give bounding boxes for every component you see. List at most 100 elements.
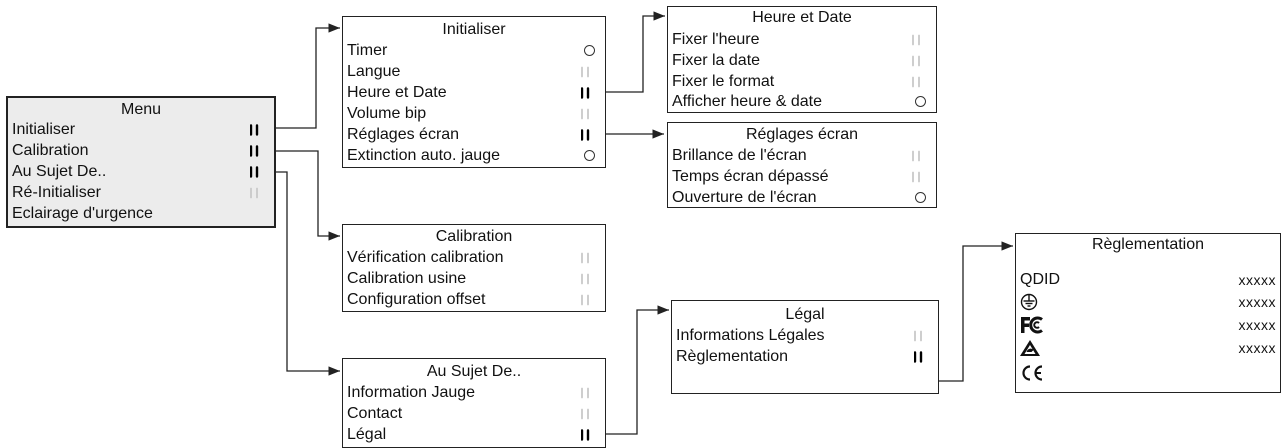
chevron-bold-icon — [581, 129, 590, 141]
item-label: Légal — [347, 426, 387, 443]
radio-circle-icon — [915, 96, 926, 107]
menu-item-label: Eclairage d'urgence — [12, 205, 153, 222]
item-label: Fixer le format — [672, 73, 775, 90]
item-label: Informations Légales — [676, 327, 825, 344]
ground-earth-icon — [1020, 293, 1038, 311]
fcc-value: xxxxx — [1238, 317, 1276, 333]
chevron-icon — [581, 125, 597, 145]
chevron-icon — [912, 51, 928, 71]
item-label: Ouverture de l'écran — [672, 189, 817, 206]
radio-circle-icon — [912, 92, 928, 112]
reg-row-fcc: xxxxx — [1020, 315, 1276, 335]
chevron-light-icon — [581, 108, 589, 120]
radio-circle-icon — [581, 146, 597, 166]
heure-date-title: Heure et Date — [752, 9, 852, 26]
chevron-icon — [581, 425, 597, 445]
arrow-au-sujet-legal — [600, 305, 669, 435]
item-label: Heure et Date — [347, 84, 447, 101]
qdid-label: QDID — [1020, 271, 1060, 288]
item-label: Vérification calibration — [347, 249, 504, 266]
initialiser-box: Initialiser Timer Langue Heure et Date V… — [342, 16, 606, 168]
chevron-icon — [250, 162, 266, 182]
chevron-icon — [250, 120, 266, 140]
reglementation-title: Règlementation — [1091, 236, 1205, 253]
chevron-icon — [581, 383, 597, 403]
item-label: Volume bip — [347, 105, 427, 122]
chevron-bold-icon — [581, 429, 590, 441]
chevron-icon — [581, 290, 597, 310]
chevron-icon — [912, 30, 928, 50]
chevron-bold-icon — [581, 87, 590, 99]
fcc-logo — [1021, 316, 1043, 334]
chevron-light-icon — [912, 34, 920, 46]
arrow-menu-initialiser — [258, 23, 340, 129]
menu-box: Menu Initialiser Calibration Au Sujet De… — [6, 96, 276, 228]
chevron-bold-icon — [250, 145, 259, 157]
item-label: Extinction auto. jauge — [347, 147, 500, 164]
calibration-box: Calibration Vérification calibration Cal… — [342, 224, 606, 312]
chevron-light-icon — [581, 66, 589, 78]
chevron-icon — [581, 83, 597, 103]
chevron-icon — [914, 326, 930, 346]
legal-title: Légal — [785, 306, 825, 323]
radio-circle-icon — [912, 188, 928, 208]
au-sujet-box: Au Sujet De.. Information Jauge Contact … — [342, 358, 606, 448]
chevron-icon — [912, 167, 928, 187]
arrow-legal-reglementation — [931, 241, 1013, 382]
reglementation-box: Règlementation QDID xxxxx xxxxx xxxxx xx… — [1015, 233, 1281, 393]
item-label: Réglages écran — [347, 126, 460, 143]
menu-item-label: Au Sujet De.. — [12, 163, 107, 180]
reg-row-qdid: QDID xxxxx — [1020, 270, 1276, 290]
heure-date-box: Heure et Date Fixer l'heure Fixer la dat… — [667, 6, 937, 113]
ce-mark — [1022, 365, 1043, 381]
chevron-icon — [581, 269, 597, 289]
chevron-light-icon — [912, 171, 920, 183]
item-label: Temps écran dépassé — [672, 168, 829, 185]
chevron-icon — [581, 62, 597, 82]
menu-item-label: Ré-Initialiser — [12, 184, 101, 201]
au-sujet-title: Au Sujet De.. — [426, 363, 522, 380]
item-label: Afficher heure & date — [672, 93, 823, 110]
reg-row-ce — [1020, 363, 1276, 383]
chevron-bold-icon — [250, 166, 259, 178]
chevron-light-icon — [914, 330, 922, 342]
initialiser-title: Initialiser — [442, 21, 506, 38]
radio-circle-icon — [584, 45, 595, 56]
menu-title: Menu — [120, 101, 162, 118]
chevron-icon — [581, 404, 597, 424]
chevron-icon — [250, 183, 266, 203]
arrow-initialiser-heure-date — [600, 11, 665, 93]
arrow-menu-calibration — [258, 150, 340, 241]
item-label: Fixer l'heure — [672, 31, 760, 48]
reglages-ecran-title: Réglages écran — [745, 126, 859, 143]
chevron-bold-icon — [914, 351, 923, 363]
chevron-icon — [912, 72, 928, 92]
chevron-light-icon — [581, 408, 589, 420]
chevron-light-icon — [581, 273, 589, 285]
radio-circle-icon — [581, 41, 597, 61]
rcm-value: xxxxx — [1238, 340, 1276, 356]
item-label: Brillance de l'écran — [672, 147, 807, 164]
chevron-icon — [912, 146, 928, 166]
chevron-light-icon — [912, 150, 920, 162]
chevron-bold-icon — [250, 124, 259, 136]
chevron-icon — [250, 141, 266, 161]
chevron-icon — [914, 347, 930, 367]
reglages-ecran-box: Réglages écran Brillance de l'écran Temp… — [667, 122, 937, 208]
item-label: Information Jauge — [347, 384, 476, 401]
chevron-light-icon — [581, 387, 589, 399]
legal-box: Légal Informations Légales Règlementatio… — [671, 300, 939, 394]
item-label: Configuration offset — [347, 291, 486, 308]
item-label: Timer — [347, 42, 388, 59]
menu-item-label: Calibration — [12, 142, 89, 159]
item-label: Calibration usine — [347, 270, 467, 287]
rcm-mark — [1020, 340, 1040, 356]
chevron-light-icon — [581, 252, 589, 264]
qdid-value: xxxxx — [1238, 272, 1276, 288]
item-label: Fixer la date — [672, 52, 761, 69]
chevron-light-icon — [581, 294, 589, 306]
ground-value: xxxxx — [1238, 294, 1276, 310]
chevron-light-icon — [912, 55, 920, 67]
chevron-icon — [581, 104, 597, 124]
radio-circle-icon — [584, 150, 595, 161]
